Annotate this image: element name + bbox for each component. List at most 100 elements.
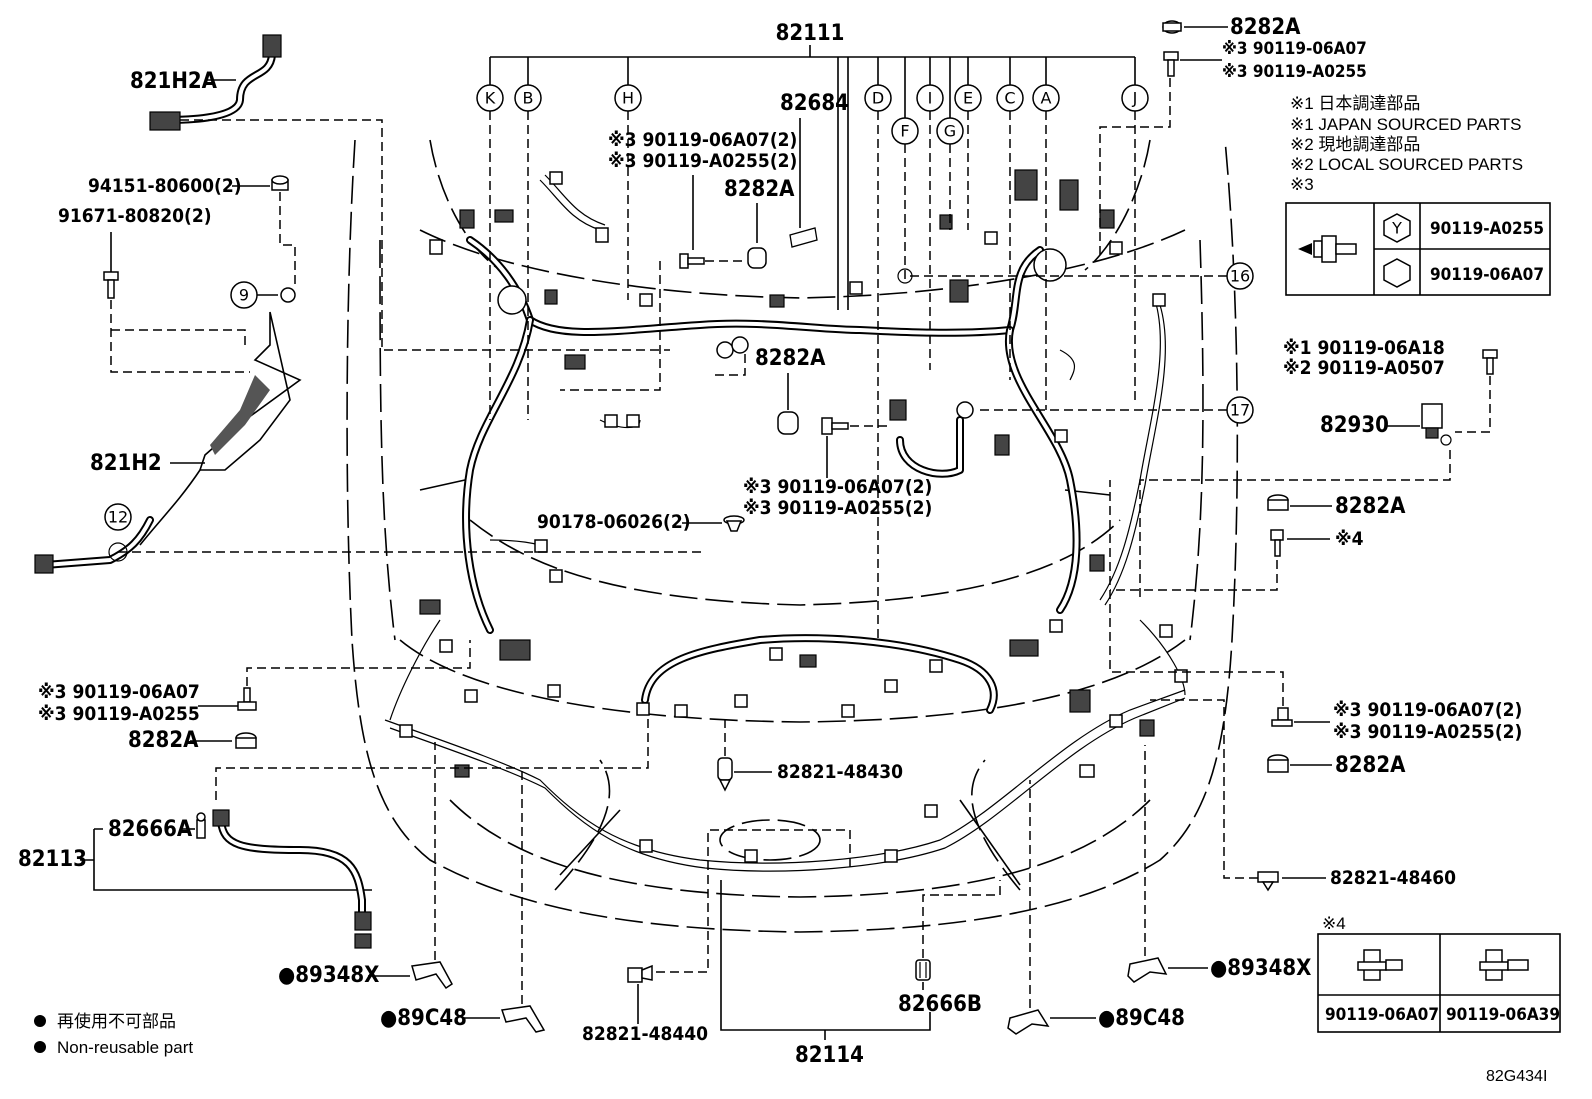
label-82113: 82113	[18, 847, 87, 872]
callout-j: J	[1121, 84, 1149, 112]
svg-text:9: 9	[239, 286, 249, 305]
label-82684: 82684	[780, 91, 849, 116]
callout-g: G	[936, 117, 964, 145]
clip-icon	[717, 757, 733, 792]
callout-a: A	[1032, 84, 1060, 112]
nonreusable-en: Non-reusable part	[57, 1038, 193, 1057]
bolt-icon	[679, 253, 705, 269]
callout-letter: H	[622, 89, 634, 108]
label-r-bolt-b: ※2 90119-A0507	[1283, 357, 1445, 379]
callout-letter: A	[1041, 89, 1052, 108]
legend-table-4: ※4 90119-06A07 90119-06A39	[1317, 914, 1561, 1033]
note-4: ※2 LOCAL SOURCED PARTS	[1290, 155, 1523, 174]
clip-icon	[235, 732, 257, 749]
svg-text:12: 12	[108, 508, 128, 527]
center-top-parts: 82684 ※3 90119-06A07(2) ※3 90119-A0255(2…	[537, 91, 932, 533]
label-mid-bolt2-b: ※3 90119-A0255(2)	[608, 150, 797, 172]
flange-bolt-icon	[1479, 949, 1529, 981]
label-r-bolt2-a: ※3 90119-06A07(2)	[1333, 699, 1522, 721]
bolt-icon	[821, 417, 849, 435]
label-82111: 82111	[776, 21, 845, 46]
label-l-bolt-b: ※3 90119-A0255	[38, 703, 200, 725]
bolt-icon	[1163, 51, 1179, 77]
callout-letter: I	[928, 89, 933, 108]
bolt-icon	[1482, 349, 1498, 375]
clip-icon	[1267, 754, 1289, 773]
label-821H2A: 821H2A	[130, 69, 218, 94]
flange-bolt-icon	[1357, 949, 1403, 981]
label-top-bolt-b: ※3 90119-A0255	[1222, 62, 1367, 82]
label-82821-48440: 82821-48440	[582, 1023, 708, 1045]
callout-letter: G	[944, 122, 956, 141]
label-82821-48430: 82821-48430	[777, 761, 903, 783]
label-82821-48460: 82821-48460	[1330, 867, 1456, 889]
callout-letter: B	[523, 89, 534, 108]
svg-text:17: 17	[1230, 401, 1250, 420]
callout-letter: J	[1132, 89, 1138, 108]
label-94151: 94151-80600(2)	[88, 175, 242, 197]
label-8282A-top: 8282A	[1230, 15, 1301, 40]
bolt-icon	[1271, 707, 1293, 727]
clip-icon	[1267, 494, 1289, 511]
note-3: ※2 現地調達部品	[1290, 135, 1420, 154]
callout-h: H	[614, 84, 642, 112]
harness-connectors	[399, 169, 1188, 863]
label-82666A: 82666A	[108, 817, 193, 842]
nonreusable-jp: 再使用不可部品	[57, 1011, 176, 1031]
bracket-icon	[1127, 957, 1168, 983]
legend-table4-part-1: 90119-06A07	[1325, 1005, 1439, 1025]
callout-c: C	[996, 84, 1024, 112]
bracket-821H2	[139, 311, 302, 546]
callout-letter: D	[872, 89, 884, 108]
svg-text:Y: Y	[1391, 219, 1402, 238]
label-center-bolt-a: ※3 90119-06A07(2)	[743, 476, 932, 498]
nonreusable-legend: 再使用不可部品 Non-reusable part	[34, 1011, 193, 1057]
legend-table-3: Y 90119-A0255 90119-06A07	[1285, 202, 1551, 296]
label-l-bolt-a: ※3 90119-06A07	[38, 681, 200, 703]
vehicle-body-outline	[346, 139, 1239, 933]
nut-icon	[271, 175, 289, 191]
main-harness-callout: 82111	[489, 21, 1136, 310]
legend-table3-part-2: 90119-06A07	[1430, 265, 1544, 285]
callout-letter: K	[485, 89, 496, 108]
bolt-icon	[103, 271, 119, 299]
callout-d: D	[864, 84, 892, 112]
callout-f: F	[891, 117, 919, 145]
circle-16: 16	[1226, 262, 1254, 290]
label-mid-bolt2-a: ※3 90119-06A07(2)	[608, 129, 797, 151]
callout-e: E	[954, 84, 982, 112]
callout-i: I	[916, 84, 944, 112]
callout-k: K	[476, 84, 504, 112]
label-82666B: 82666B	[898, 992, 982, 1017]
bracket-icon	[501, 1005, 546, 1033]
legend-table4-title: ※4	[1322, 914, 1346, 933]
label-82114: 82114	[795, 1043, 864, 1068]
clip-icon	[747, 247, 767, 269]
bolt-icon	[1270, 529, 1284, 557]
label-8282A-center: 8282A	[755, 346, 826, 371]
left-lower-parts: ※3 90119-06A07 ※3 90119-A0255 8282A 8266…	[18, 640, 649, 949]
label-8282A-mid: 8282A	[724, 177, 795, 202]
svg-text:16: 16	[1230, 267, 1250, 286]
left-top-parts: 821H2A 94151-80600(2) 91671-80820(2) 9	[34, 34, 705, 574]
circle-9: 9	[230, 281, 258, 309]
label-89348X-l: ●89348X	[278, 963, 379, 988]
label-82930: 82930	[1320, 413, 1389, 438]
clip-icon	[627, 964, 653, 983]
relay-block-icon	[1421, 403, 1452, 446]
diagram-code: 82G434I	[1486, 1068, 1547, 1085]
callout-letter: C	[1004, 89, 1015, 108]
callout-letter: E	[963, 89, 973, 108]
label-r-bolt-a: ※1 90119-06A18	[1283, 337, 1445, 359]
hex-icon	[1383, 258, 1411, 288]
label-r-star4: ※4	[1335, 528, 1364, 550]
top-right-parts: 8282A ※3 90119-06A07 ※3 90119-A0255	[1099, 15, 1367, 260]
bracket-icon	[1007, 1009, 1050, 1035]
label-r-bolt2-b: ※3 90119-A0255(2)	[1333, 721, 1522, 743]
letter-leader-lines	[489, 111, 1136, 640]
y-hex-icon: Y	[1383, 213, 1411, 243]
bottom-parts: 82821-48430 82821-48440 82666B 82114 ●89…	[278, 720, 1311, 1068]
callout-b: B	[514, 84, 542, 112]
